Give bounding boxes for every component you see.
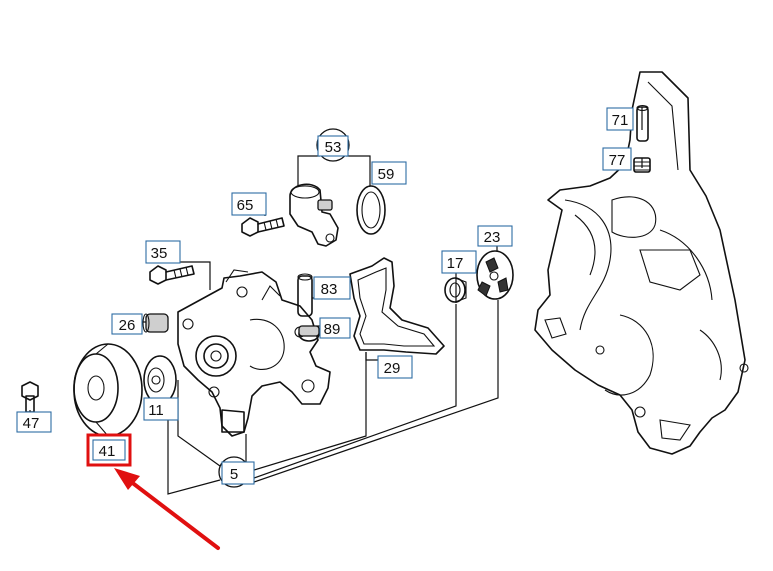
- callout-5[interactable]: 5: [218, 456, 255, 488]
- callout-35-label: 35: [151, 245, 168, 262]
- callout-59[interactable]: 59: [371, 161, 407, 185]
- callout-23-label: 23: [484, 229, 501, 246]
- part-29-gasket: [349, 257, 445, 355]
- part-83-pipe: [297, 273, 313, 317]
- callout-77-label: 77: [609, 152, 626, 169]
- callout-26[interactable]: 26: [111, 313, 143, 335]
- callout-83-label: 83: [321, 281, 338, 298]
- part-26-sleeve: [142, 313, 169, 333]
- water-pump-housing-part: [177, 269, 331, 437]
- callout-11-label: 11: [148, 402, 164, 419]
- callout-59-label: 59: [378, 166, 395, 183]
- callout-53[interactable]: 53: [316, 128, 350, 162]
- callout-35[interactable]: 35: [145, 240, 181, 264]
- part-89-clamp: [298, 325, 320, 342]
- callout-41-label: 41: [99, 443, 116, 460]
- part-11-hub: [143, 355, 177, 405]
- callout-71[interactable]: 71: [606, 107, 634, 131]
- callout-26-label: 26: [119, 317, 136, 334]
- callout-41-highlighted[interactable]: 41: [86, 433, 132, 467]
- callout-71-label: 71: [612, 112, 629, 129]
- callout-89-label: 89: [324, 321, 341, 338]
- callout-29[interactable]: 29: [377, 355, 413, 379]
- part-41-pulley: [73, 343, 143, 437]
- timing-cover-part: [534, 71, 749, 455]
- callout-47-label: 47: [23, 415, 40, 432]
- highlight-arrow: [114, 468, 220, 550]
- callout-77[interactable]: 77: [602, 147, 632, 171]
- part-47-bolt: [21, 381, 39, 413]
- part-17-plug: [444, 277, 467, 303]
- part-65-bolt: [241, 217, 285, 237]
- callout-5-label: 5: [230, 466, 238, 483]
- callout-65-label: 65: [237, 197, 254, 214]
- callout-83[interactable]: 83: [313, 276, 351, 300]
- callout-29-label: 29: [384, 360, 401, 377]
- part-59-o-ring: [356, 185, 386, 235]
- callout-17-label: 17: [447, 255, 464, 272]
- callout-53-label: 53: [325, 139, 342, 156]
- callout-11[interactable]: 11: [143, 397, 179, 421]
- callout-47[interactable]: 47: [16, 411, 52, 433]
- callout-89[interactable]: 89: [319, 317, 351, 339]
- callout-17[interactable]: 17: [441, 250, 477, 274]
- callout-23[interactable]: 23: [477, 225, 513, 247]
- callout-65[interactable]: 65: [231, 192, 267, 216]
- part-53-thermostat-housing: [289, 183, 339, 247]
- part-23-impeller: [476, 250, 514, 300]
- part-35-bolt: [149, 265, 195, 285]
